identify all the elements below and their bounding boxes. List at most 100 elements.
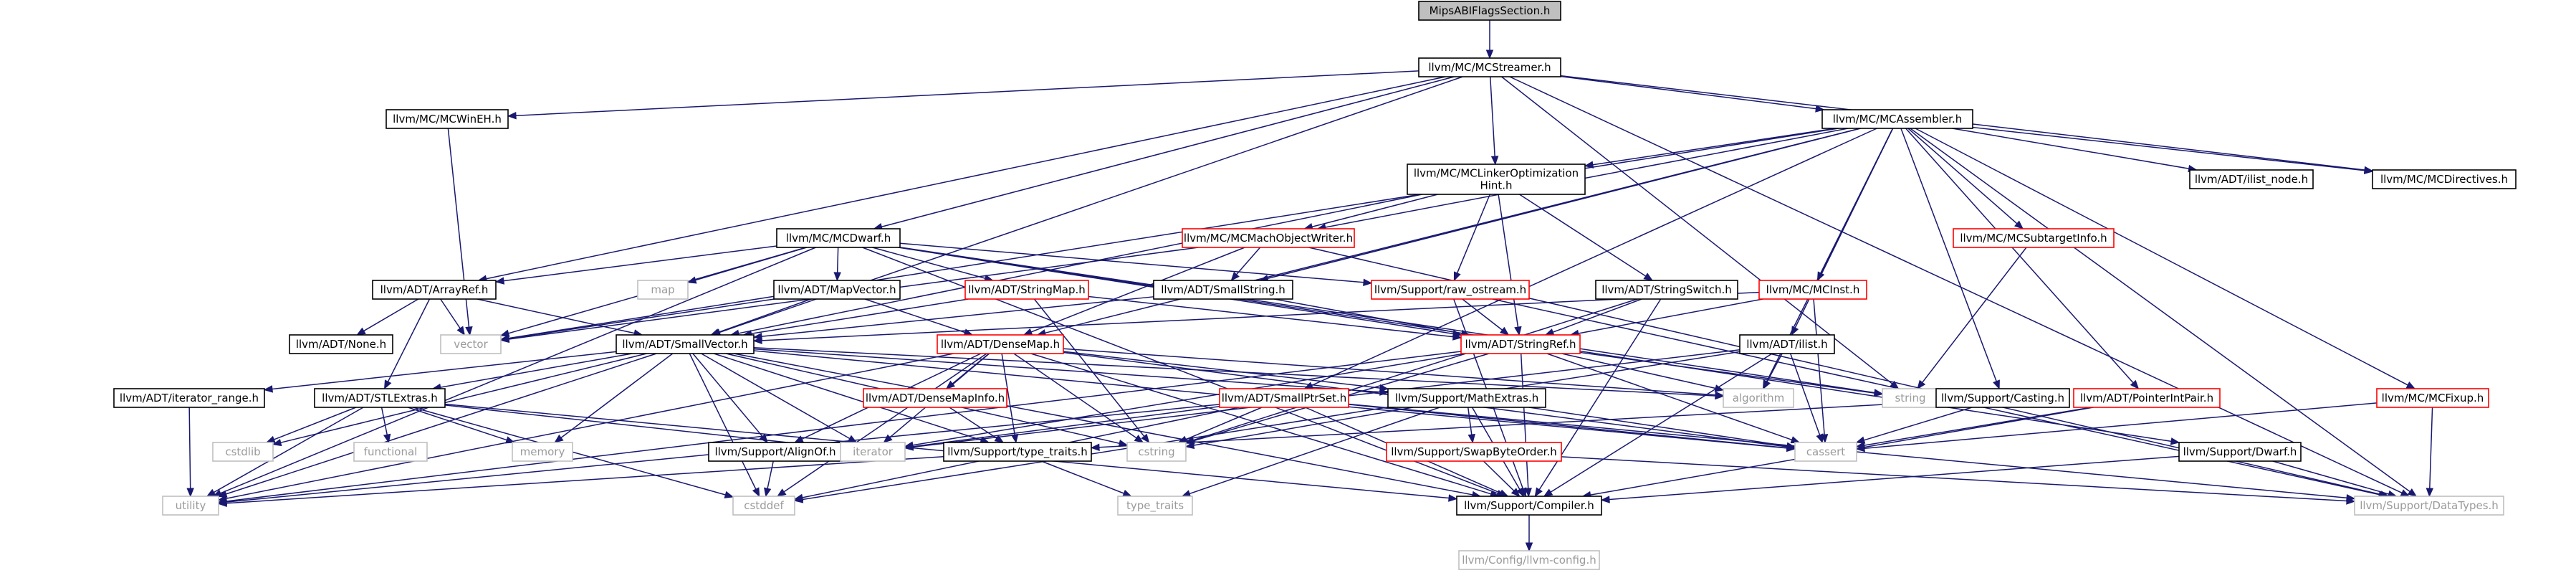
node-memory[interactable]: memory xyxy=(512,442,573,462)
node-iterator[interactable]: iterator xyxy=(840,442,906,462)
node-densemapinfo[interactable]: llvm/ADT/DenseMapInfo.h xyxy=(863,388,1007,408)
node-cassert[interactable]: cassert xyxy=(1794,442,1857,462)
node-label: llvm/MC/MCWinEH.h xyxy=(393,113,502,126)
node-mcwineh[interactable]: llvm/MC/MCWinEH.h xyxy=(386,109,509,129)
node-label: llvm/ADT/None.h xyxy=(296,338,386,351)
node-label: llvm/MC/MCInst.h xyxy=(1766,283,1860,296)
node-pointerintpair[interactable]: llvm/ADT/PointerIntPair.h xyxy=(2073,388,2221,408)
edge-mcassembler-to-mcdirectives xyxy=(1972,126,2374,174)
node-box xyxy=(1182,228,1355,248)
node-stringref[interactable]: llvm/ADT/StringRef.h xyxy=(1460,334,1581,354)
edge-swapbyteorder-to-compiler xyxy=(1483,460,1521,497)
edges xyxy=(186,20,2434,552)
node-mathextras[interactable]: llvm/Support/MathExtras.h xyxy=(1387,388,1546,408)
edge-mclinker-to-stringswitch xyxy=(1519,194,1654,281)
edge-mcassembler-to-mcsubtarget xyxy=(1907,128,2024,229)
node-stlextras[interactable]: llvm/ADT/STLExtras.h xyxy=(314,388,446,408)
node-utility[interactable]: utility xyxy=(162,496,219,516)
node-alignof[interactable]: llvm/Support/AlignOf.h xyxy=(708,442,843,462)
node-cstddef[interactable]: cstddef xyxy=(732,496,795,516)
edge-arrayref-to-vector xyxy=(440,298,466,336)
node-mcassembler[interactable]: llvm/MC/MCAssembler.h xyxy=(1821,109,1973,129)
node-cstdlib[interactable]: cstdlib xyxy=(212,442,274,462)
node-stringswitch[interactable]: llvm/ADT/StringSwitch.h xyxy=(1595,280,1738,300)
node-casting[interactable]: llvm/Support/Casting.h xyxy=(1935,388,2070,408)
node-mcstreamer[interactable]: llvm/MC/MCStreamer.h xyxy=(1418,57,1561,77)
edge-stringswitch-to-compiler xyxy=(1534,298,1662,498)
node-label: llvm/Support/raw_ostream.h xyxy=(1374,283,1526,297)
node-mcmachobj[interactable]: llvm/MC/MCMachObjectWriter.h xyxy=(1182,228,1355,248)
node-label: llvm/MC/MCLinkerOptimization xyxy=(1414,167,1579,180)
edge-smallvector-to-iterator xyxy=(701,353,858,443)
node-rawostream[interactable]: llvm/Support/raw_ostream.h xyxy=(1371,280,1530,300)
node-label: vector xyxy=(454,338,488,351)
edge-mcdwarf-to-rawostream xyxy=(899,242,1373,286)
node-mcinst[interactable]: llvm/MC/MCInst.h xyxy=(1758,280,1867,300)
edge-stringmap-to-stringref xyxy=(1088,295,1462,341)
node-swapbyteorder[interactable]: llvm/Support/SwapByteOrder.h xyxy=(1386,442,1562,462)
node-label: llvm/ADT/ilist_node.h xyxy=(2195,173,2308,186)
node-ilist[interactable]: llvm/ADT/ilist.h xyxy=(1739,334,1835,354)
node-datatypes[interactable]: llvm/Support/DataTypes.h xyxy=(2354,496,2504,516)
node-typetraits[interactable]: llvm/Support/type_traits.h xyxy=(943,442,1092,462)
node-label: memory xyxy=(520,445,565,458)
node-cstring[interactable]: cstring xyxy=(1126,442,1187,462)
edge-mcstreamer-to-mclinker xyxy=(1490,76,1499,166)
edge-mclinker-to-stringref xyxy=(1498,194,1522,336)
node-smallptrset[interactable]: llvm/ADT/SmallPtrSet.h xyxy=(1219,388,1349,408)
edge-mapvector-to-vector xyxy=(499,298,775,343)
node-ilistnode[interactable]: llvm/ADT/ilist_node.h xyxy=(2189,169,2314,189)
node-mcdirectives[interactable]: llvm/MC/MCDirectives.h xyxy=(2372,169,2517,189)
edge-mcfixup-to-datatypes xyxy=(2426,407,2434,498)
edge-densemap-to-cstddef xyxy=(776,353,987,497)
node-label: llvm/ADT/SmallVector.h xyxy=(622,338,747,351)
node-smallstring[interactable]: llvm/ADT/SmallString.h xyxy=(1153,280,1293,300)
node-box xyxy=(1387,388,1546,408)
edge-ilist-to-compiler xyxy=(1543,353,1773,497)
node-box xyxy=(937,334,1064,354)
node-vector[interactable]: vector xyxy=(440,334,502,354)
node-functional[interactable]: functional xyxy=(353,442,428,462)
edge-smallvector-to-cstddef xyxy=(689,353,760,498)
node-label: llvm/ADT/ArrayRef.h xyxy=(380,283,489,296)
edge-mcinst-to-smallvector xyxy=(752,291,1760,345)
node-iteratorrange[interactable]: llvm/ADT/iterator_range.h xyxy=(113,388,265,408)
node-mcsubtarget[interactable]: llvm/MC/MCSubtargetInfo.h xyxy=(1953,228,2115,248)
edge-mcstreamer-to-arrayref xyxy=(477,76,1446,283)
node-smallvector[interactable]: llvm/ADT/SmallVector.h xyxy=(616,334,755,354)
node-map[interactable]: map xyxy=(637,280,689,300)
node-mcfixup[interactable]: llvm/MC/MCFixup.h xyxy=(2376,388,2489,408)
node-label: llvm/ADT/iterator_range.h xyxy=(120,392,259,405)
node-label: llvm/ADT/StringRef.h xyxy=(1465,338,1576,351)
edge-typetraits-to-utility xyxy=(217,455,944,507)
node-box xyxy=(1458,550,1600,570)
node-llvmconfig[interactable]: llvm/Config/llvm-config.h xyxy=(1458,550,1600,570)
edge-stlextras-to-functional xyxy=(380,407,391,444)
edge-mcinst-to-stringref xyxy=(1569,298,1763,338)
edge-mcdwarf-to-arrayref xyxy=(494,245,777,285)
node-none[interactable]: llvm/ADT/None.h xyxy=(289,334,393,354)
node-label: cassert xyxy=(1806,445,1845,458)
edge-root-to-mcstreamer xyxy=(1485,20,1494,60)
node-algorithm[interactable]: algorithm xyxy=(1723,388,1794,408)
edge-stringswitch-to-stringref xyxy=(1544,298,1642,336)
node-root[interactable]: MipsABIFlagsSection.h xyxy=(1418,1,1561,21)
node-stringmap[interactable]: llvm/ADT/StringMap.h xyxy=(964,280,1089,300)
node-arrayref[interactable]: llvm/ADT/ArrayRef.h xyxy=(372,280,497,300)
node-mcdwarf[interactable]: llvm/MC/MCDwarf.h xyxy=(776,228,901,248)
node-dwarf[interactable]: llvm/Support/Dwarf.h xyxy=(2178,442,2302,462)
node-label: llvm/MC/MCStreamer.h xyxy=(1428,61,1551,74)
node-label: llvm/ADT/MapVector.h xyxy=(777,283,896,296)
node-label: llvm/Support/Dwarf.h xyxy=(2183,445,2297,458)
node-compiler[interactable]: llvm/Support/Compiler.h xyxy=(1456,496,1602,516)
node-label: llvm/MC/MCDirectives.h xyxy=(2380,173,2508,186)
node-densemap[interactable]: llvm/ADT/DenseMap.h xyxy=(937,334,1064,354)
node-box xyxy=(2376,388,2489,408)
node-typetraitsstd[interactable]: type_traits xyxy=(1117,496,1193,516)
node-box xyxy=(1117,496,1193,516)
edge-mathextras-to-cassert xyxy=(1528,407,1796,450)
node-mapvector[interactable]: llvm/ADT/MapVector.h xyxy=(773,280,901,300)
node-string[interactable]: string xyxy=(1882,388,1939,408)
edge-mathextras-to-cstring xyxy=(1184,407,1414,450)
